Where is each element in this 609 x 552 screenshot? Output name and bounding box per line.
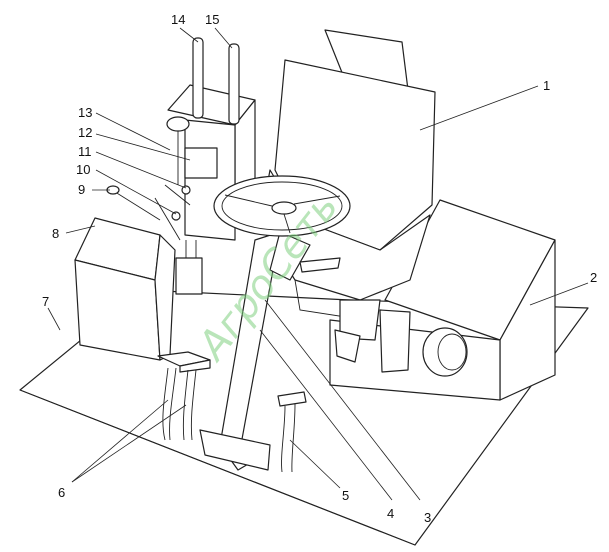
label-7: 7	[42, 294, 49, 309]
leader-lines	[47, 27, 589, 501]
brake-pedal	[277, 391, 307, 473]
label-10: 10	[76, 162, 90, 177]
lever-9	[106, 185, 161, 221]
lever-11	[164, 184, 191, 206]
label-11: 11	[78, 144, 92, 159]
knob-13	[166, 116, 190, 185]
label-9: 9	[78, 182, 85, 197]
label-13: 13	[78, 105, 92, 120]
label-8: 8	[52, 226, 59, 241]
lever-14	[192, 37, 204, 119]
steering-column	[199, 231, 341, 471]
lever-15	[228, 43, 240, 125]
label-5: 5	[342, 488, 349, 503]
label-1: 1	[543, 78, 550, 93]
label-2: 2	[590, 270, 597, 285]
label-6: 6	[58, 485, 65, 500]
steering-wheel	[213, 175, 351, 237]
seat	[259, 29, 436, 373]
label-15: 15	[205, 12, 219, 27]
label-3: 3	[424, 510, 431, 525]
label-4: 4	[387, 506, 394, 521]
label-14: 14	[171, 12, 185, 27]
clutch-pedals	[157, 351, 211, 441]
label-12: 12	[78, 125, 92, 140]
side-console	[74, 217, 176, 361]
part-labels: 1 2 3 4 5 6 7 8 9 10 11 12 13 14 15	[42, 12, 597, 525]
